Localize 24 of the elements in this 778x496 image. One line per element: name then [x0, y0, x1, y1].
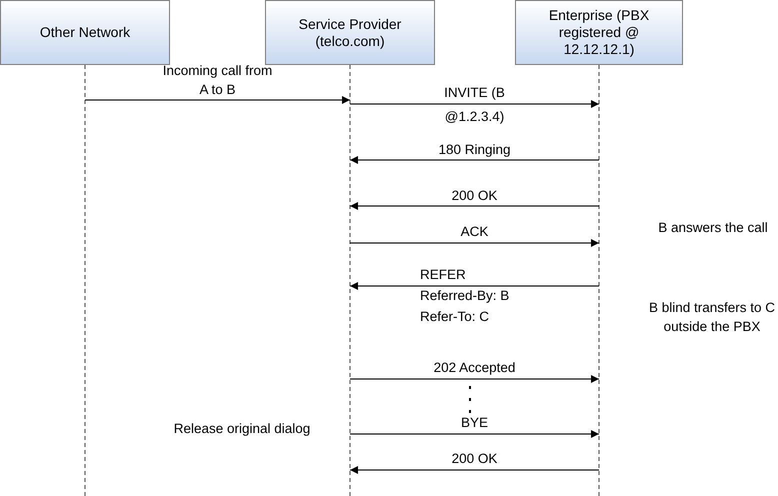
message-arrow [350, 375, 600, 383]
message-arrow [350, 100, 600, 108]
message-arrow [350, 202, 600, 210]
participant-box: Service Provider (telco.com) [265, 0, 435, 65]
message-label: 202 Accepted [432, 359, 516, 377]
message-label: 200 OK [450, 187, 498, 205]
message-arrow [350, 466, 600, 474]
message-label: BYE [460, 414, 489, 432]
message-arrow [350, 282, 600, 290]
message-arrow [350, 430, 600, 438]
message-label: Incoming call from A to B [162, 62, 272, 99]
message-label: ACK [460, 223, 490, 241]
message-arrow [350, 239, 600, 247]
participant-box: Other Network [0, 0, 170, 65]
message-arrow [84, 96, 350, 104]
message-label: INVITE (B @1.2.3.4) [443, 84, 506, 126]
message-label: 180 Ringing [437, 141, 512, 159]
note-text: Release original dialog [172, 420, 312, 438]
message-label: 200 OK [450, 450, 498, 468]
note-text: B answers the call [657, 219, 769, 237]
message-label: REFER Referred-By: B Refer-To: C [420, 266, 510, 326]
note-text: B blind transfers to C outside the PBX [648, 299, 776, 336]
participant-box: Enterprise (PBX registered @ 12.12.12.1) [515, 0, 683, 65]
message-arrow [350, 156, 600, 164]
